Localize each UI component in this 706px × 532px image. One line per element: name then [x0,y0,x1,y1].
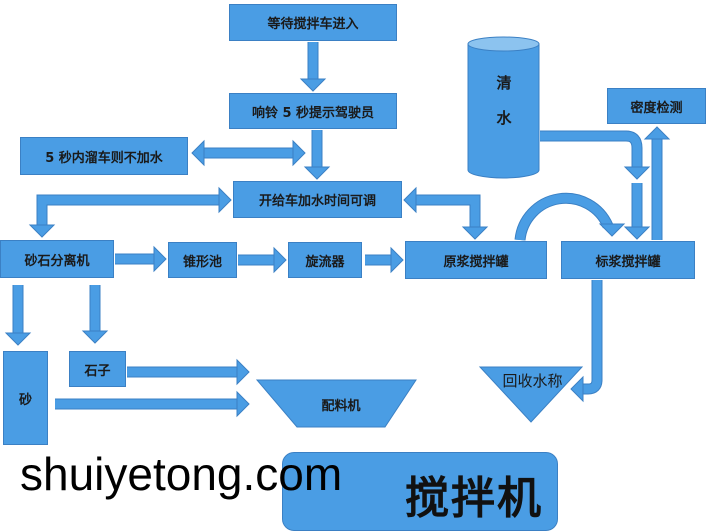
node-water-time: 开给车加水时间可调 [233,181,402,218]
arrow-head [461,226,489,240]
arrow-head [299,78,327,92]
batcher-shape [255,379,417,428]
arrow-head [403,186,417,214]
arrow-water-to-std-2 [623,183,651,240]
arrow-head [292,139,306,167]
arrow-std-to-scale [570,280,603,403]
clean-water-label-1: 清 [496,74,512,92]
arrow-head [598,223,626,237]
mixer-label: 搅拌机 [405,473,543,524]
arrow-water-time-to-separator [28,186,232,238]
node-std-slurry-tank: 标浆搅拌罐 [561,241,695,279]
node-sand: 砂 [3,351,48,445]
arrow-cone-to-cyclone [238,246,287,274]
arrow-cyclone-to-raw [365,246,404,274]
arrow-shaft [415,195,480,228]
node-no-water: 5 秒内溜车则不加水 [20,137,188,175]
arrow-water-time-to-raw [403,186,489,240]
recycled-water-scale-shape [478,366,584,423]
node-sand-separator: 砂石分离机 [0,240,114,278]
arrow-shaft [540,130,643,168]
arrow-head [28,224,56,238]
arrow-separator-to-cone [115,245,167,273]
node-mixer [282,452,558,531]
node-ring-bell: 响铃 5 秒提示驾驶员 [229,93,397,129]
arrow-head [273,246,287,274]
arrow-raw-to-std-curved [514,192,626,241]
node-stone: 石子 [69,351,126,387]
clean-water-label-2: 水 [496,109,512,127]
arrow-separator-to-stone [81,285,109,344]
arrow-sand-to-batcher [55,390,250,418]
arrow-head [643,126,671,140]
arrow-separator-to-sand [4,285,32,346]
arrow-head [81,330,109,344]
arrow-head [153,245,167,273]
node-cone-pool: 锥形池 [168,242,237,278]
arrow-head [236,358,250,386]
arrow-shaft [540,131,642,168]
node-cyclone: 旋流器 [288,242,362,278]
arrow-shaft [37,195,220,226]
recycled-water-scale-label: 回收水称 [502,372,563,390]
arrow-head [570,375,584,403]
arrow-head [303,166,331,180]
clean-water-tank [467,36,540,179]
watermark: shuiyetong.com [20,448,343,500]
arrow-head [4,332,32,346]
arrow-head [218,186,232,214]
arrow-head [623,166,651,180]
node-density-check: 密度检测 [607,88,706,124]
arrow-shaft [582,280,602,394]
batcher-label: 配料机 [321,399,361,414]
arrow-wait-to-bell [299,42,327,92]
arrow-double-no-water [191,139,306,167]
arrow-bell-to-water-time [303,130,331,180]
arrow-head [390,246,404,274]
arrow-stone-to-batcher [127,358,250,386]
arrow-head [623,226,651,240]
arrow-head [236,390,250,418]
arrow-water-to-std-1 [540,130,651,180]
arrow-shaft [515,193,613,241]
node-wait-truck: 等待搅拌车进入 [229,4,397,41]
node-raw-slurry-tank: 原浆搅拌罐 [405,241,547,279]
arrow-std-to-density [643,126,671,240]
arrow-head [191,139,205,167]
